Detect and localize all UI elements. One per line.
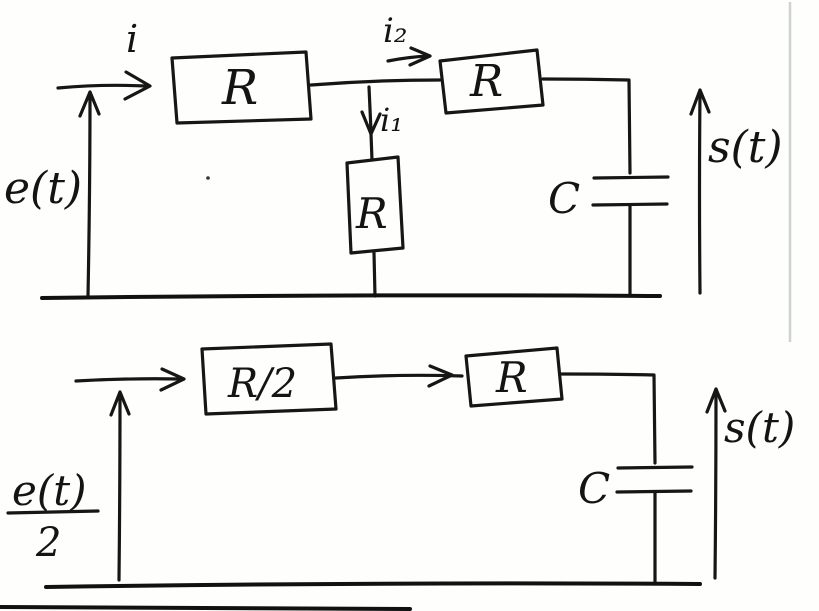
bottom-ground-rail [44,581,702,589]
bottom-capacitor-label: C [578,464,610,513]
top-output-label: s(t) [708,122,783,173]
top-current-main-label: i [126,17,138,61]
top-wire-r2-to-cap [541,77,632,175]
top-input-voltage-arrow [86,94,92,298]
top-circuit: e(t) i R i₁ i₂ R [4,11,783,300]
top-input-voltage-label: e(t) [4,163,82,214]
top-resistor-shunt-box [345,155,405,255]
bottom-input-voltage-arrowhead [109,390,131,417]
top-wire-shunt-to-ground [372,251,377,298]
bottom-input-current-wire [74,377,182,383]
top-current-branch2-label: i₂ [383,11,408,51]
bottom-output-voltage-arrowhead [705,387,727,414]
bottom-resistor2-label: R [495,353,528,402]
top-wire-node-to-shunt [369,132,374,162]
bottom-resistor1-box [200,342,338,416]
top-resistor-shunt-label: R [355,189,388,238]
bottom-output-voltage-arrow [713,391,718,580]
bottom-input-voltage-denominator: 2 [35,520,61,566]
bottom-mid-wire-arrowhead [427,364,454,388]
bottom-input-voltage-numerator: e(t) [12,466,87,515]
top-input-voltage-arrowhead [78,90,101,118]
bottom-fraction-bar [6,509,100,515]
bottom-output-label: s(t) [724,403,795,452]
stray-mark [206,176,210,180]
bottom-resistor2-box [464,346,564,408]
top-capacitor-plate-top [592,175,670,180]
top-resistor1-box [170,50,313,125]
top-series-current-arrow [386,54,430,63]
page-edge-line [0,605,412,611]
top-resistor1-label: R [221,60,258,116]
top-input-current-arrowhead [123,70,152,101]
top-branch-current-arrow [367,85,373,133]
bottom-capacitor-plate-bottom [615,489,693,494]
top-current-branch1-label: i₁ [380,101,403,139]
top-output-voltage-arrow [697,92,702,295]
bottom-circuit: e(t) 2 R/2 R C [6,342,795,589]
top-ground-rail [40,293,662,300]
top-input-current-wire [56,83,148,90]
bottom-capacitor-plate-top [616,465,694,470]
top-capacitor-label: C [548,174,580,223]
top-branch-current-arrowhead [360,110,382,136]
bottom-input-current-arrowhead [159,367,186,392]
top-resistor2-label: R [469,56,503,107]
top-resistor2-box [438,48,545,115]
bottom-input-voltage-arrow [117,394,122,582]
top-wire-r1-to-node [309,78,442,87]
bottom-resistor1-label: R/2 [227,361,297,407]
top-series-current-arrowhead [408,46,432,67]
top-output-voltage-arrowhead [689,88,711,116]
bottom-wire-r2-to-cap [560,372,657,465]
